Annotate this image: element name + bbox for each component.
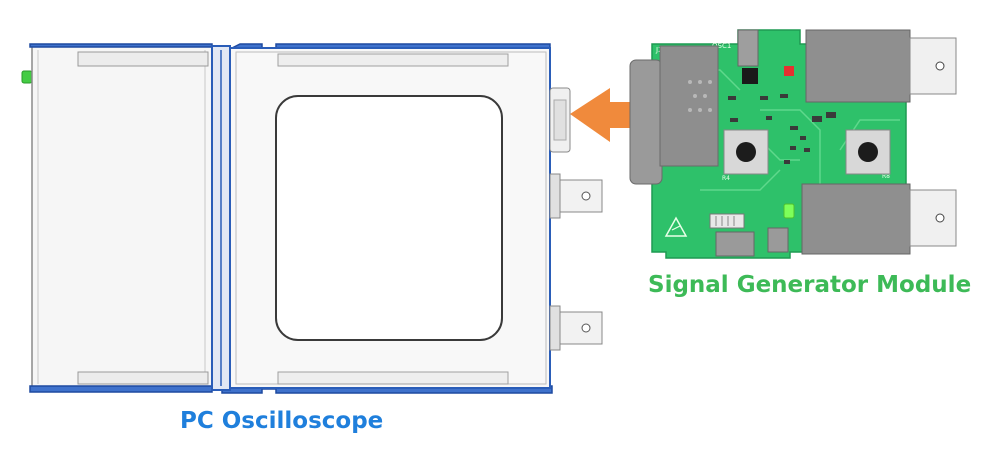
usb-connector bbox=[715, 231, 755, 257]
oscilloscope-left-shell bbox=[31, 45, 213, 389]
top-rail bbox=[29, 43, 213, 48]
pin-header bbox=[709, 213, 745, 229]
pc-oscilloscope bbox=[21, 43, 603, 394]
esd-warning-icon bbox=[664, 216, 688, 237]
bnc-connector-ch1 bbox=[549, 173, 603, 219]
red-led bbox=[784, 66, 794, 76]
pcb-marking-r8: R8 bbox=[882, 173, 890, 180]
pcb-marking-osc: OSC1 bbox=[712, 42, 731, 50]
right-shell-top-strip bbox=[277, 53, 509, 67]
pcb-marking-j2: J2 bbox=[655, 46, 663, 54]
signal-generator-label: Signal Generator Module bbox=[648, 272, 972, 298]
bottom-component bbox=[767, 227, 789, 253]
pcb-marking-r4: R4 bbox=[722, 175, 730, 182]
potentiometer-right bbox=[845, 129, 891, 175]
oscilloscope-label: PC Oscilloscope bbox=[180, 408, 384, 434]
db-connector bbox=[629, 59, 663, 185]
insert-arrow-icon bbox=[570, 88, 650, 142]
bnc-connector-ch2 bbox=[549, 305, 603, 351]
bottom-rail bbox=[29, 385, 213, 393]
top-switch bbox=[737, 29, 759, 67]
pin-header-pins bbox=[715, 216, 735, 226]
power-led bbox=[21, 70, 33, 84]
left-shell-bottom-strip bbox=[77, 371, 209, 385]
bnc-output-bottom bbox=[801, 183, 957, 255]
ic-chip bbox=[742, 68, 758, 84]
smd-components bbox=[728, 94, 836, 164]
bnc-output-top bbox=[805, 29, 957, 103]
right-shell-bottom-strip bbox=[277, 371, 509, 385]
signal-generator-module: J2 OSC1 R4 R8 bbox=[629, 29, 957, 259]
display-window bbox=[275, 95, 503, 341]
db-connector-body bbox=[659, 45, 719, 167]
left-shell-top-strip bbox=[77, 51, 209, 67]
green-led bbox=[783, 203, 795, 219]
potentiometer-left bbox=[723, 129, 769, 175]
db-connector-pins bbox=[688, 80, 712, 112]
expansion-port-slot bbox=[553, 99, 567, 141]
